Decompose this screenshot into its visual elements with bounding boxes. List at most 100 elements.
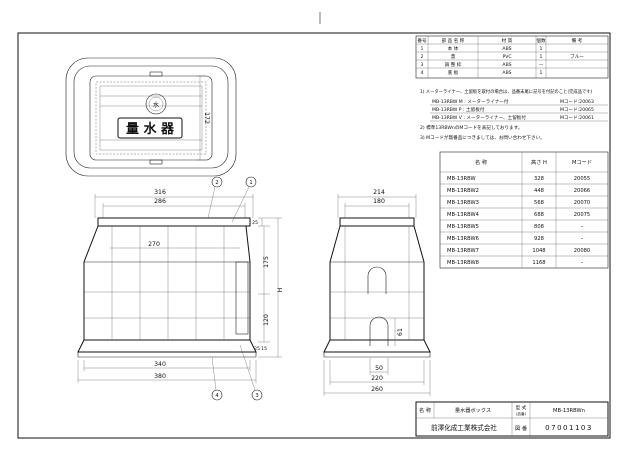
- lid-dim-172: 172: [203, 112, 210, 124]
- parts-header-name: 部 品 名 称: [442, 37, 465, 44]
- front-dim-380: 380: [154, 373, 166, 380]
- note-variant-v-code: Mコード:20061: [560, 115, 594, 121]
- side-dim-50: 50: [375, 365, 383, 372]
- model-row-code: 20066: [574, 188, 591, 194]
- model-row-height: 1048: [532, 248, 545, 254]
- model-row-name: MB-13RBW3: [447, 200, 479, 206]
- model-row-height: 1168: [532, 260, 545, 266]
- model-row-name: MB-13RBW2: [447, 188, 479, 194]
- title-number-value: 07001103: [545, 424, 593, 432]
- title-company: 前澤化成工業株式会社: [431, 423, 497, 432]
- model-row-height: 928: [534, 236, 544, 242]
- note-variant-v: MB-13RBW V : メーターライナー、土留板付: [432, 114, 526, 121]
- parts-header-qty: 個数: [536, 37, 546, 44]
- note-2: 2) 標準13RBWnのMコードを表記しております。: [420, 124, 522, 131]
- front-dim-25b: 25: [254, 346, 260, 352]
- parts-table: 番号 部 品 名 称 材 質 個数 備 考 1 本 体 ABS 1 2 蓋 PV…: [415, 35, 609, 79]
- front-dim-25a: 25: [252, 220, 258, 226]
- title-number-label: 図 番: [515, 425, 528, 432]
- model-row-name: MB-13RBW5: [447, 224, 479, 230]
- note-variant-p: MB-13RBW P : 土留板付: [432, 106, 485, 113]
- svg-text:3: 3: [255, 393, 258, 399]
- model-table: 名 称 高さ H Mコード MB-13RBW 328 20055 MB-13RB…: [439, 151, 609, 269]
- front-dim-175: 175: [263, 256, 270, 268]
- model-row-code: 20075: [574, 212, 591, 218]
- note-variant-p-code: Mコード:20065: [560, 107, 594, 113]
- parts-row-name: 調 整 枠: [445, 61, 462, 68]
- model-row-code: 20080: [574, 248, 591, 254]
- title-model-value: MB-13RBWn: [553, 408, 585, 414]
- side-dim-220: 220: [371, 375, 383, 382]
- title-model-sub: (品番): [516, 411, 527, 416]
- side-dim-260: 260: [371, 386, 383, 393]
- front-dim-H: H: [277, 287, 284, 292]
- parts-row-material: PVC: [502, 54, 511, 60]
- model-row-height: 448: [534, 188, 544, 194]
- parts-row-no: 2: [421, 54, 424, 60]
- side-dim-61: 61: [397, 328, 404, 336]
- callout-3: 3: [239, 344, 263, 401]
- model-row-name: MB-13RBW7: [447, 248, 479, 254]
- parts-row-material: ABS: [502, 70, 511, 76]
- parts-row-qty: —: [539, 63, 544, 68]
- model-row-name: MB-13RBW8: [447, 260, 479, 266]
- parts-row-name: 蓋: [451, 53, 456, 60]
- lid-label: 量 水 器: [126, 121, 175, 137]
- parts-header-note: 備 考: [572, 37, 583, 44]
- title-name-value: 量水器ボックス: [455, 406, 491, 414]
- parts-row-material: ABS: [502, 46, 511, 52]
- model-header-code: Mコード: [572, 159, 592, 166]
- front-dim-316: 316: [154, 189, 166, 196]
- callout-2: 2: [207, 176, 223, 219]
- title-name-label: 名 称: [419, 406, 431, 414]
- title-block: 名 称 量水器ボックス 型 式 (品番) MB-13RBWn 前澤化成工業株式会…: [415, 401, 609, 437]
- callout-1: 1: [231, 176, 257, 223]
- model-row-code: 20055: [574, 176, 591, 182]
- drawing-border: [17, 32, 611, 439]
- model-row-code: 20070: [574, 200, 591, 206]
- parts-row-no: 1: [421, 46, 424, 52]
- model-row-code: –: [581, 260, 584, 266]
- parts-header-material: 材 質: [502, 37, 513, 44]
- svg-text:4: 4: [215, 393, 219, 399]
- parts-row-no: 4: [421, 70, 424, 76]
- parts-row-note: ブルー: [570, 53, 584, 60]
- parts-row-material: ABS: [502, 62, 511, 68]
- model-row-name: MB-13RBW6: [447, 236, 479, 242]
- lid-logo-mark: 水: [153, 101, 160, 109]
- parts-row-name: 底 板: [448, 69, 459, 76]
- side-view: 214 180 61 50 220 260: [323, 189, 431, 396]
- svg-text:1: 1: [249, 180, 252, 186]
- model-row-name: MB-13RBW: [447, 176, 476, 182]
- parts-row-name: 本 体: [448, 45, 459, 52]
- model-row-height: 568: [534, 200, 544, 206]
- front-dim-120: 120: [263, 314, 270, 326]
- parts-row-qty: 1: [540, 70, 543, 76]
- callout-4: 4: [211, 356, 223, 401]
- title-model-label: 型 式: [516, 404, 527, 411]
- front-view: 316 286 270 340: [77, 189, 284, 383]
- note-3: 3) Mコードが無番品につきましては、お問い合わせ下さい。: [420, 134, 545, 141]
- note-variant-m-code: Mコード:20063: [560, 99, 594, 105]
- parts-row-qty: 1: [540, 46, 543, 52]
- note-1: 1) メーターライナー、土留板を取付の場合は、品番末尾に記号を付記のこと(完成品…: [420, 88, 593, 95]
- front-dim-286: 286: [154, 198, 166, 205]
- note-variant-m: MB-13RBW M : メーターライナー付: [432, 98, 509, 105]
- front-dim-340: 340: [154, 361, 166, 368]
- svg-text:2: 2: [215, 180, 218, 186]
- notes-block: 1) メーターライナー、土留板を取付の場合は、品番末尾に記号を付記のこと(完成品…: [420, 88, 608, 141]
- parts-row-qty: 1: [540, 54, 543, 60]
- model-row-code: –: [581, 224, 584, 230]
- model-header-height: 高さ H: [531, 158, 547, 166]
- parts-header-no: 番号: [417, 37, 427, 44]
- front-dim-270: 270: [148, 241, 160, 248]
- parts-row-no: 3: [421, 62, 424, 68]
- model-row-height: 688: [534, 212, 544, 218]
- side-dim-180: 180: [373, 198, 385, 205]
- model-row-name: MB-13RBW4: [447, 212, 480, 218]
- model-header-name: 名 称: [475, 158, 487, 166]
- model-row-code: –: [581, 236, 584, 242]
- water-logo-icon: [145, 93, 167, 115]
- lid-top-view: 水 量 水 器 172: [65, 57, 237, 177]
